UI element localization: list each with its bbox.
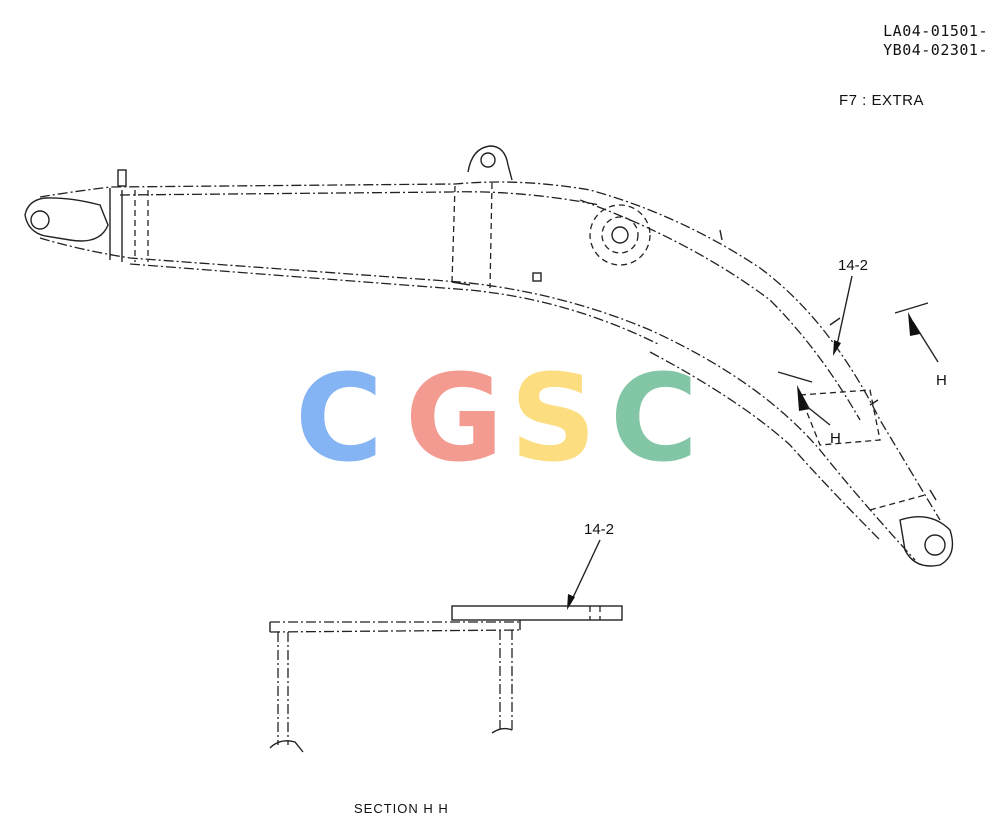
section-view: 14-2 <box>269 521 623 753</box>
watermark-letter-s: S <box>510 350 596 489</box>
watermark-letter-c1: C <box>295 350 383 489</box>
serial-range-1: LA04-01501- <box>883 22 988 40</box>
cut-label: H <box>830 430 841 447</box>
section-cut-mark: H <box>777 371 841 447</box>
view-label: H <box>936 372 947 389</box>
model-variant: F7 : EXTRA <box>838 92 924 109</box>
watermark: C G S C <box>295 350 698 489</box>
part-callout-upper: 14-2 <box>833 257 868 356</box>
boom-outline <box>24 145 954 567</box>
part-number-label: 14-2 <box>838 257 868 274</box>
section-title: SECTION H H <box>354 801 449 816</box>
watermark-letter-c2: C <box>610 350 698 489</box>
watermark-letter-g: G <box>405 350 504 489</box>
serial-range-2: YB04-02301- <box>883 41 988 59</box>
view-arrow-h: H <box>894 302 947 389</box>
section-part-label: 14-2 <box>584 521 614 538</box>
